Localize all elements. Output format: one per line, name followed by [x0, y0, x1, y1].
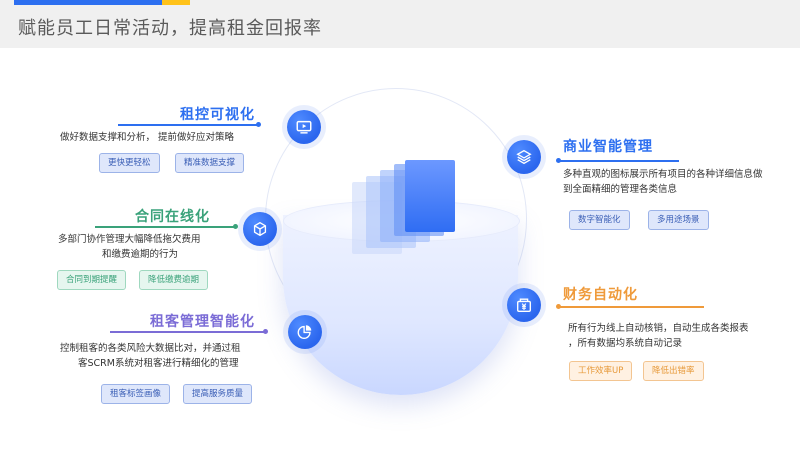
tag-chip: 精准数据支撑: [175, 153, 245, 173]
section-desc-line1: 所有行为线上自动核销，自动生成各类报表: [568, 323, 749, 334]
yen-box-icon: [507, 288, 541, 322]
section-desc-line2: 到全面精细的管理各类信息: [563, 184, 678, 195]
underline-dot: [256, 122, 261, 127]
section-title-finance-automation: 财务自动化: [563, 287, 638, 303]
tag-chip: 合同到期提醒: [57, 270, 127, 290]
section-desc-line2: 客SCRM系统对租客进行精细化的管理: [78, 358, 239, 369]
tag-chip: 更快更轻松: [99, 153, 160, 173]
title-underline: [110, 331, 265, 333]
section-desc-line2: ，所有数据均系统自动记录: [568, 338, 683, 349]
section-title-rental-control: 租控可视化: [180, 107, 255, 123]
tag-chip: 提高服务质量: [183, 384, 253, 404]
tag-chip: 数字智能化: [569, 210, 630, 230]
accent-bar-yellow: [162, 0, 190, 5]
section-desc-line1: 多种直观的图标展示所有项目的各种详细信息做: [563, 169, 763, 180]
tag-chip: 降低出错率: [643, 361, 704, 381]
tag-chip: 降低缴费逾期: [139, 270, 209, 290]
pie-chart-icon: [288, 315, 322, 349]
header-bar: [0, 0, 800, 48]
section-desc-line2: 和缴费逾期的行为: [102, 249, 179, 260]
title-underline: [95, 226, 235, 228]
layers-icon: [507, 140, 541, 174]
section-title-tenant-management: 租客管理智能化: [150, 314, 255, 330]
section-desc: 做好数据支撑和分析， 提前做好应对策略: [60, 132, 235, 143]
underline-dot: [556, 158, 561, 163]
section-title-business-intelligence: 商业智能管理: [563, 139, 653, 155]
video-screen-icon: [287, 110, 321, 144]
title-underline: [559, 306, 704, 308]
title-underline: [559, 160, 679, 162]
glass-panel: [405, 160, 455, 232]
page-title: 赋能员工日常活动，提高租金回报率: [18, 18, 322, 39]
tag-chip: 工作效率UP: [569, 361, 633, 381]
title-underline: [118, 124, 258, 126]
section-desc-line1: 控制租客的各类风险大数据比对，并通过租: [60, 343, 241, 354]
tag-chip: 多用途场景: [648, 210, 709, 230]
section-title-contract-online: 合同在线化: [135, 209, 210, 225]
underline-dot: [556, 304, 561, 309]
section-desc-line1: 多部门协作管理大幅降低拖欠费用: [58, 234, 201, 245]
tag-chip: 租客标签画像: [101, 384, 171, 404]
cube-icon: [243, 212, 277, 246]
accent-bar-blue: [14, 0, 162, 5]
underline-dot: [233, 224, 238, 229]
underline-dot: [263, 329, 268, 334]
